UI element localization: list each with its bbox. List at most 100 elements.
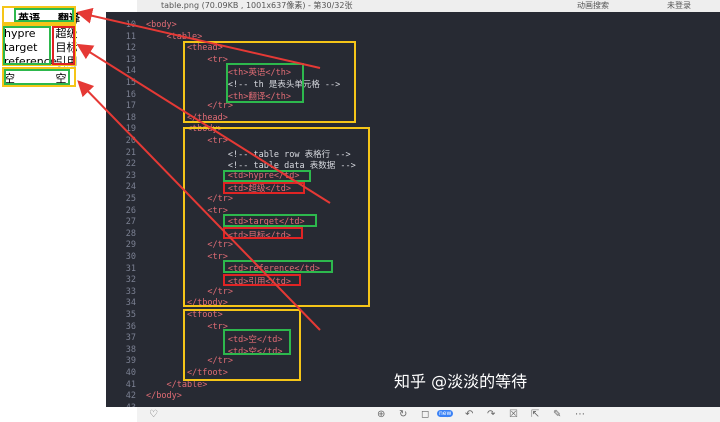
new-badge: new: [437, 410, 454, 417]
code-line: </tr>: [146, 356, 233, 367]
line-number: 25: [125, 194, 136, 204]
demo-cell: 目标: [55, 41, 78, 54]
th-highlight-green: [14, 8, 74, 22]
watermark: 知乎 @淡淡的等待: [394, 372, 528, 391]
line-number: 17: [125, 101, 136, 112]
line-number: 21: [125, 147, 136, 158]
redo-icon[interactable]: ↷: [487, 409, 496, 420]
td-goal-box-red: [223, 227, 303, 239]
tfoot-td-highlight-green: [4, 69, 70, 85]
code-line: <!-- th 是表头单元格 -->: [146, 80, 341, 90]
rotate-icon[interactable]: ↻: [399, 409, 408, 420]
share-icon[interactable]: ⇱: [531, 409, 540, 420]
line-number: 43: [106, 403, 136, 407]
delete-icon[interactable]: ☒: [509, 409, 518, 420]
line-number: 24: [125, 182, 136, 193]
code-line: <tr>: [146, 205, 228, 216]
tfoot-code-box-yellow: [183, 309, 301, 381]
demo-cell: 空: [4, 72, 15, 85]
edit-icon[interactable]: ✎: [553, 409, 562, 420]
line-number: 41: [125, 379, 136, 390]
line-number: 26: [125, 205, 136, 216]
line-number: 18: [125, 112, 136, 123]
td-reference-box-green: [223, 260, 333, 273]
demo-cell: 空: [55, 72, 67, 85]
code-line: </tr>: [146, 286, 233, 297]
code-line: <th>英语</th>: [146, 68, 291, 79]
thead-code-box-yellow: [183, 41, 356, 123]
code-line: </tfoot>: [146, 368, 228, 378]
tfoot-highlight-yellow: [2, 67, 76, 87]
line-number: 28: [125, 228, 136, 239]
code-line: <td>空</td>: [146, 346, 283, 357]
line-number: 22: [125, 159, 136, 170]
line-number: 42: [125, 391, 136, 402]
code-line: <tfoot>: [146, 310, 223, 320]
code-line: <td>目标</td>: [146, 230, 291, 241]
arrow-thead: [76, 7, 321, 69]
line-number: 32: [125, 275, 136, 286]
code-line: <td>target</td>: [146, 217, 305, 228]
line-number: 20: [125, 136, 136, 146]
code-line: <tr>: [146, 136, 228, 146]
demo-cell: target: [4, 41, 38, 54]
tbody-code-box-yellow: [183, 127, 370, 307]
demo-cell: hypre: [4, 27, 36, 40]
code-line: </thead>: [146, 112, 228, 123]
code-screenshot: 10<body>11 <table>12 <thead>13 <tr>14 <t…: [106, 12, 720, 407]
code-line: <td>reference</td>: [146, 263, 320, 274]
line-number: 13: [125, 54, 136, 65]
code-line: </body>: [146, 391, 182, 402]
line-number: 33: [125, 286, 136, 297]
line-number: 12: [125, 43, 136, 54]
viewer-title: table.png (70.09KB , 1001x637像素) - 第30/3…: [161, 1, 353, 10]
line-number: 37: [125, 333, 136, 344]
code-line: </table>: [146, 379, 208, 390]
line-number: 27: [125, 217, 136, 228]
line-number: 11: [125, 31, 136, 42]
line-number: 34: [125, 298, 136, 309]
login-status[interactable]: 未登录: [667, 1, 691, 10]
line-number: 39: [125, 356, 136, 367]
arrow-tbody: [76, 43, 331, 204]
line-number: 15: [125, 78, 136, 88]
line-number: 30: [125, 252, 136, 262]
demo-row-1: hypre 超级: [4, 25, 78, 41]
heart-icon[interactable]: ♡: [149, 409, 158, 420]
zoom-in-icon[interactable]: ⊕: [377, 409, 386, 420]
search-label[interactable]: 动画搜索: [577, 1, 609, 10]
code-line: <td>超级</td>: [146, 184, 291, 195]
thead-highlight-yellow: [2, 6, 76, 24]
code-line: </tr>: [146, 194, 233, 204]
td-highlight-green: [3, 26, 51, 65]
line-number: 35: [125, 310, 136, 320]
code-line: <!-- table data 表数据 -->: [146, 161, 356, 172]
td-hypre-box-green: [223, 170, 311, 182]
code-line: <tr>: [146, 252, 228, 262]
code-line: <!-- table row 表格行 -->: [146, 149, 351, 160]
demo-row-2: target 目标: [4, 39, 78, 55]
line-number: 31: [125, 263, 136, 274]
line-number: 29: [125, 240, 136, 251]
code-line: <tr>: [146, 321, 228, 332]
code-line: <td>引用</td>: [146, 277, 291, 288]
line-number: 38: [125, 344, 136, 355]
arrow-tfoot: [77, 80, 321, 331]
code-line: <tr>: [146, 54, 228, 65]
code-line: <th>翻译</th>: [146, 91, 291, 102]
code-line: <td>hypre</td>: [146, 170, 300, 181]
td-target-box-green: [223, 214, 317, 227]
code-line: </tr>: [146, 240, 233, 251]
code-line: <thead>: [146, 43, 223, 54]
line-number: 23: [125, 170, 136, 181]
demo-footer-row: 空 空: [4, 70, 67, 86]
undo-icon[interactable]: ↶: [465, 409, 474, 420]
code-line: </tbody>: [146, 298, 228, 309]
fit-icon[interactable]: ◻: [421, 409, 430, 420]
line-number: 40: [125, 368, 136, 378]
line-number: 16: [125, 89, 136, 100]
code-line: <tbody>: [146, 124, 223, 135]
code-line: <body>: [146, 20, 177, 30]
more-icon[interactable]: ⋯: [575, 409, 585, 420]
